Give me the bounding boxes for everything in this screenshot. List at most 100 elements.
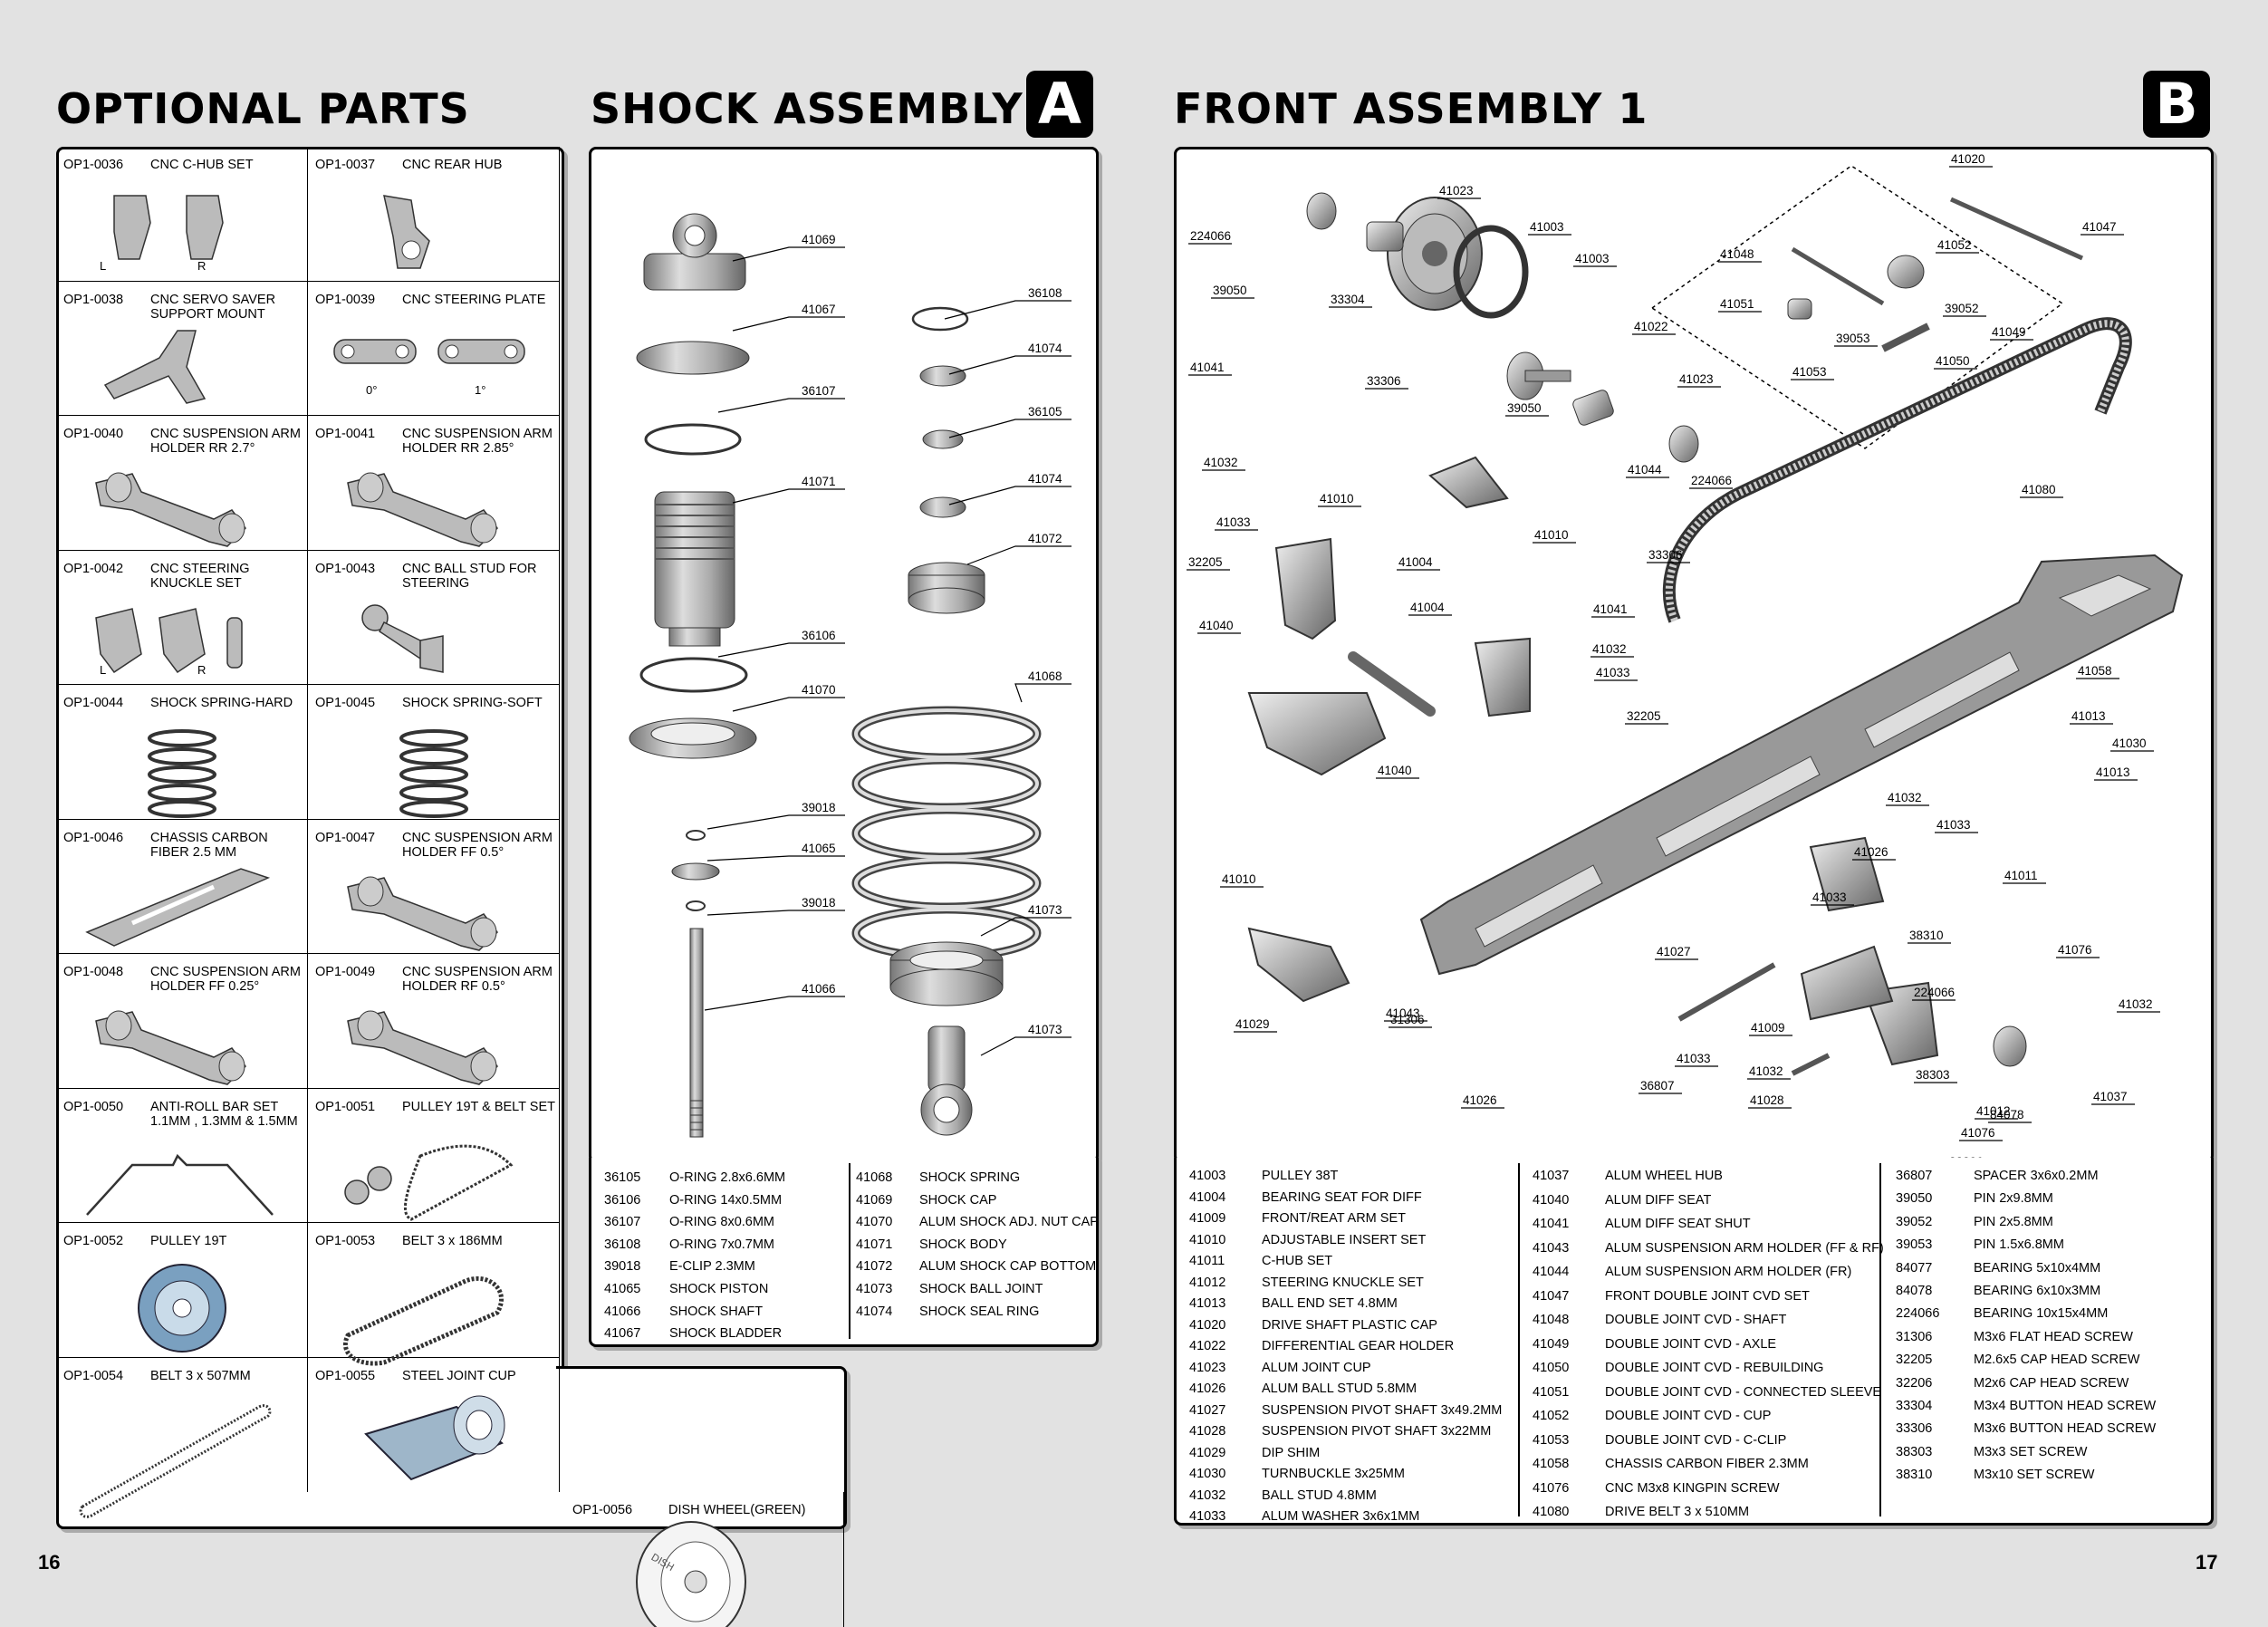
part-number: 41048 — [1533, 1313, 1570, 1327]
callout-label: 41041 — [1190, 361, 1225, 374]
part-description: SHOCK PISTON — [669, 1282, 769, 1296]
part-code: OP1-0054 — [63, 1368, 124, 1383]
turnbuckle-part — [1348, 651, 1436, 717]
knuckle-icon — [95, 607, 243, 673]
seal-ring-part — [919, 496, 966, 518]
callout-label: 41026 — [1463, 1093, 1497, 1107]
part-description: O-RING 8x0.6MM — [669, 1215, 775, 1230]
callout-label: 224066 — [1190, 229, 1231, 243]
part-number: 41003 — [1189, 1169, 1226, 1183]
joint-cup-part — [1572, 390, 1614, 426]
part-number: 41080 — [1533, 1505, 1570, 1519]
part-number: 33304 — [1896, 1399, 1933, 1413]
diff-seat-part — [1474, 637, 1531, 717]
steering-plate-icon — [333, 338, 525, 364]
callout-label: 41076 — [2058, 943, 2092, 957]
part-number: 224066 — [1896, 1306, 1940, 1322]
callout-label: 41058 — [2078, 664, 2112, 678]
callout-label: 41041 — [1593, 602, 1628, 616]
part-number: 41071 — [856, 1237, 893, 1252]
callout-leader — [948, 486, 1072, 505]
cvd-sleeve-part — [1787, 298, 1812, 320]
part-description: DOUBLE JOINT CVD - AXLE — [1605, 1336, 1777, 1352]
part-description: DRIVE BELT 3 x 510MM — [1605, 1505, 1750, 1519]
part-description: STEERING KNUCKLE SET — [1262, 1275, 1424, 1290]
part-number: 41011 — [1189, 1254, 1225, 1268]
wheel-icon: DISH — [636, 1521, 746, 1627]
part-description: BALL END SET 4.8MM — [1262, 1296, 1398, 1311]
callout-label: 32205 — [1188, 555, 1223, 569]
callout-label: 36108 — [1028, 286, 1062, 300]
part-number: 41047 — [1533, 1288, 1570, 1304]
part-description: DOUBLE JOINT CVD - REBUILDING — [1605, 1361, 1824, 1375]
rear-hub-icon — [383, 195, 430, 269]
callout-label: 41032 — [1749, 1064, 1783, 1078]
callout-label: 41027 — [1657, 945, 1691, 958]
part-number: 41068 — [856, 1170, 893, 1185]
part-variant-mark: 1° — [475, 382, 486, 397]
cvd-detail-box — [1650, 165, 2064, 449]
callout-label: 41049 — [1992, 325, 2026, 339]
part-code: OP1-0056 — [572, 1503, 633, 1517]
long-belt-icon — [79, 1403, 272, 1518]
callout-label: 41033 — [1812, 891, 1847, 904]
callout-label: 41073 — [1028, 903, 1062, 917]
part-description: DOUBLE JOINT CVD - C-CLIP — [1605, 1432, 1787, 1448]
section-badge-b: B — [2143, 71, 2210, 138]
joint-cup-icon — [364, 1395, 505, 1480]
callout-label: 41009 — [1751, 1021, 1785, 1035]
part-variant-mark: L — [100, 662, 107, 677]
arm-holder-part — [1428, 456, 1509, 509]
part-number: 41026 — [1189, 1382, 1226, 1396]
shock-ball-joint-part — [920, 1025, 973, 1136]
part-code: OP1-0047 — [315, 830, 376, 845]
chassis-plate-part — [1419, 554, 2184, 976]
part-name: DISH WHEEL(GREEN) — [668, 1503, 806, 1517]
callout-label: 41068 — [1028, 669, 1062, 683]
callout-label: 39050 — [1507, 401, 1542, 415]
chassis-icon — [85, 867, 271, 947]
callout-label: 33306 — [1648, 548, 1683, 562]
part-code: OP1-0053 — [315, 1234, 376, 1248]
part-description: SHOCK CAP — [919, 1192, 997, 1208]
callout-label: 41023 — [1439, 184, 1474, 197]
callout-label: 36105 — [1028, 405, 1062, 419]
part-number: 41072 — [856, 1259, 893, 1275]
part-number: 41043 — [1533, 1240, 1570, 1256]
front-arm-assembly-part — [1247, 692, 1387, 776]
part-description: CNC M3x8 KINGPIN SCREW — [1605, 1480, 1780, 1496]
part-description: DOUBLE JOINT CVD - SHAFT — [1605, 1313, 1787, 1327]
callout-label: 41032 — [1888, 791, 1922, 804]
callout-label: 41047 — [2082, 220, 2117, 234]
part-description: FRONT/REAT ARM SET — [1262, 1211, 1406, 1226]
part-description: DIP SHIM — [1262, 1445, 1321, 1460]
part-description: M3x6 BUTTON HEAD SCREW — [1974, 1421, 2157, 1437]
pulley-ring-part — [1453, 225, 1529, 319]
callout-leader — [948, 355, 1072, 375]
part-description: C-HUB SET — [1262, 1254, 1333, 1268]
callout-label: 41033 — [1596, 666, 1630, 679]
part-number: 84077 — [1896, 1260, 1933, 1276]
callout-label: 41051 — [1720, 297, 1754, 311]
part-description: E-CLIP 2.3MM — [669, 1259, 755, 1275]
part-number: 41010 — [1189, 1232, 1226, 1247]
callout-label: 41040 — [1199, 619, 1234, 632]
callout-label: 41032 — [1204, 456, 1238, 469]
c-hub-part — [1809, 836, 1885, 912]
shock-assembly-title: SHOCK ASSEMBLY — [591, 84, 1023, 133]
part-name: CHASSIS CARBON FIBER 2.5 MM — [150, 830, 268, 860]
callout-label: 41029 — [1235, 1017, 1270, 1031]
callout-label: 41033 — [1677, 1052, 1711, 1065]
part-number: 31306 — [1896, 1329, 1933, 1344]
callout-label: 41074 — [1028, 472, 1062, 486]
part-description: DOUBLE JOINT CVD - CONNECTED SLEEVE — [1605, 1384, 1882, 1400]
callout-leader — [966, 545, 1072, 565]
